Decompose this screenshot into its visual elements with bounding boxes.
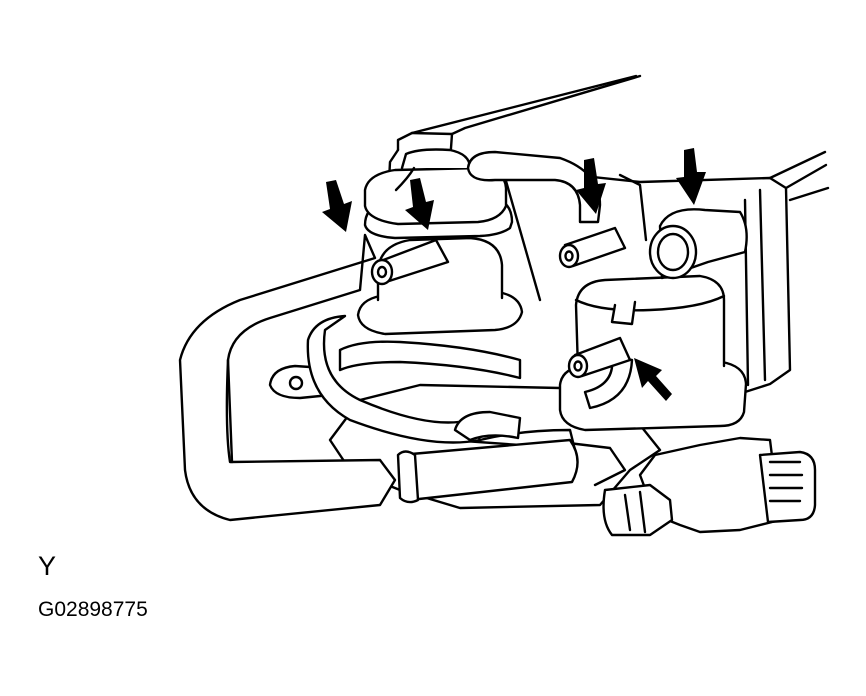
- small-hose-right-valve: [583, 356, 634, 410]
- arrow-5-indicator: [634, 358, 672, 401]
- arrow-2-indicator: [405, 178, 434, 230]
- hose-clip: [396, 450, 420, 504]
- electrical-connector: [602, 436, 817, 537]
- arrow-1-indicator: [322, 180, 352, 232]
- figure-code: G02898775: [38, 598, 148, 621]
- port-middle: [558, 226, 627, 269]
- center-hose-loop: [306, 314, 577, 452]
- arrow-3-indicator: [576, 158, 606, 214]
- large-hose-left: [178, 233, 397, 522]
- port-right-valve: [567, 336, 632, 379]
- port-left-valve: [370, 238, 450, 286]
- top-connecting-hose: [466, 150, 602, 224]
- port-large-right: [648, 208, 748, 280]
- arrow-4-indicator: [676, 148, 706, 205]
- view-label: Y: [38, 551, 57, 581]
